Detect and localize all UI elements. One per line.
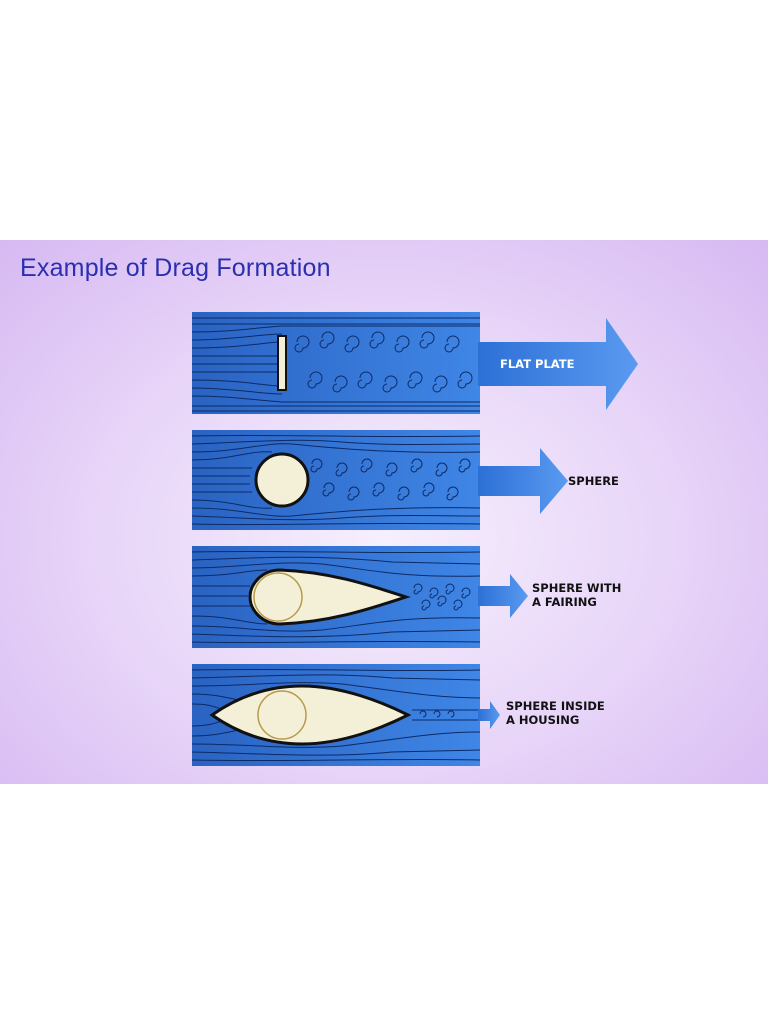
fairing-shape	[248, 568, 411, 626]
vortex-wake	[310, 458, 471, 501]
streamlines	[192, 550, 480, 644]
sphere-shape	[254, 452, 310, 508]
flat-plate-flow-diagram	[192, 312, 480, 414]
vortex-wake	[294, 331, 473, 393]
flat-plate-label: FLAT PLATE	[500, 357, 575, 371]
vortex-wake	[413, 583, 471, 611]
panel-sphere-with-fairing	[192, 546, 480, 648]
panel-sphere	[192, 430, 480, 530]
streamlines	[192, 317, 480, 412]
housing-arrow	[478, 701, 500, 729]
vortex-wake	[419, 710, 455, 718]
housing-label: SPHERE INSIDE A HOUSING	[506, 699, 605, 727]
flat-plate-shape	[277, 335, 287, 391]
housing-shape	[209, 684, 412, 746]
fairing-flow-diagram	[192, 546, 480, 648]
streamlines	[192, 434, 480, 526]
slide: Example of Drag Formation	[0, 240, 768, 784]
sphere-label: SPHERE	[568, 474, 619, 488]
panel-sphere-inside-housing	[192, 664, 480, 766]
fairing-label: SPHERE WITH A FAIRING	[532, 581, 622, 609]
slide-title: Example of Drag Formation	[20, 254, 331, 282]
housing-flow-diagram	[192, 664, 480, 766]
panel-flat-plate	[192, 312, 480, 414]
inner-sphere-outline	[253, 572, 303, 622]
fairing-arrow	[478, 574, 528, 618]
sphere-flow-diagram	[192, 430, 480, 530]
flat-plate-arrow	[478, 318, 638, 410]
sphere-arrow	[478, 448, 568, 514]
inner-sphere-outline	[257, 690, 307, 740]
